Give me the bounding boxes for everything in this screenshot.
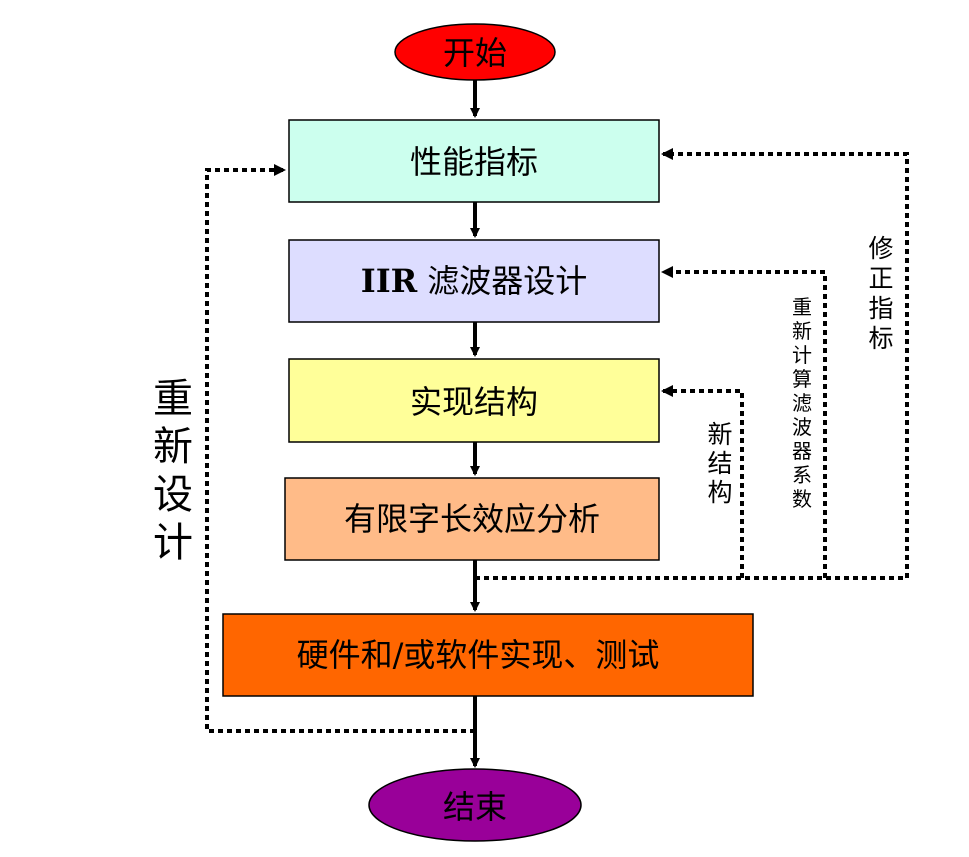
recompute-char: 波 [792,415,812,439]
recompute-char: 重 [792,295,812,319]
end-label: 结束 [443,788,507,826]
redesign-char: 计 [153,520,193,566]
new-structure-char: 新 [707,420,732,449]
structure-box [288,358,660,443]
implement-node: 硬件和/或软件实现、测试 [222,613,754,697]
recompute-char: 算 [792,367,812,391]
feedback-redesign-line [205,164,475,733]
label-modify-spec: 修 正 指 标 [868,234,893,353]
finite-box [284,477,660,561]
start-label: 开始 [443,34,507,72]
redesign-char: 新 [153,424,193,470]
start-node: 开始 [394,23,556,81]
modify-spec-char: 正 [868,264,893,293]
implement-label: 硬件和/或软件实现、测试 [297,636,660,674]
recompute-char: 器 [792,439,812,463]
new-structure-char: 结 [707,449,732,478]
feedback-modify-spec-line [475,148,909,580]
redesign-char: 设 [153,472,193,518]
label-redesign: 重 新 设 计 [153,376,193,566]
iir-prefix: IIR [361,262,418,300]
modify-spec-char: 标 [868,324,893,353]
spec-box [288,119,660,203]
structure-node: 实现结构 [288,358,660,443]
feedback-lines [205,148,909,733]
recompute-char: 计 [792,343,812,367]
label-new-structure: 新 结 构 [707,420,732,507]
structure-label: 实现结构 [410,383,538,421]
finite-node: 有限字长效应分析 [284,477,660,561]
new-structure-char: 构 [707,478,732,507]
recompute-char: 新 [792,319,812,343]
finite-label: 有限字长效应分析 [344,500,600,538]
iir-label-text: 滤波器设计 [427,262,587,300]
modify-spec-char: 修 [868,234,893,263]
modify-spec-char: 指 [868,294,893,323]
end-ellipse [368,768,582,842]
label-recompute: 重 新 计 算 滤 波 器 系 数 [792,295,812,511]
spec-node: 性能指标 [288,119,660,203]
recompute-char: 系 [792,463,812,487]
iir-box [288,239,660,323]
recompute-char: 滤 [792,391,812,415]
end-node: 结束 [368,768,582,842]
spec-label: 性能指标 [410,143,538,181]
implement-box [222,613,754,697]
redesign-char: 重 [153,376,193,422]
feedback-recompute-line [661,266,827,578]
recompute-char: 数 [792,487,812,511]
start-ellipse [394,23,556,81]
